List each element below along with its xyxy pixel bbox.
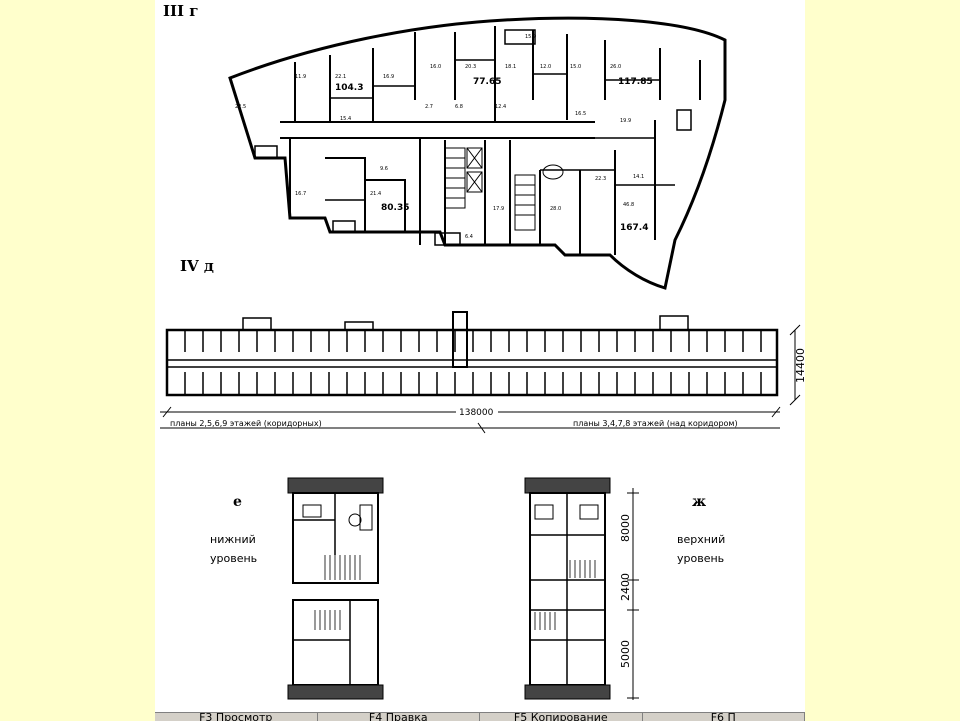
plan-iv-right-caption: планы 3,4,7,8 этажей (над коридором) [573, 419, 738, 428]
svg-text:15.9: 15.9 [525, 34, 536, 40]
svg-text:104.3: 104.3 [335, 83, 363, 93]
plan-iv-label: IV д [180, 257, 214, 275]
f3-view-button[interactable]: F3 Просмотр [155, 713, 318, 721]
svg-text:77.65: 77.65 [473, 77, 501, 87]
svg-text:2.7: 2.7 [425, 104, 433, 110]
plan-zh-level-label: верхний уровень [677, 533, 729, 565]
plan-iii-room-numbers: 22.5 11.9 22.1 16.9 16.0 20.3 18.1 12.0 15.0 2… [235, 34, 644, 240]
svg-text:46.8: 46.8 [623, 202, 634, 208]
plan-iii-label: III г [163, 2, 198, 20]
svg-text:12.0: 12.0 [540, 64, 551, 70]
svg-text:12.4: 12.4 [495, 104, 506, 110]
plan-zh-level-line-1: верхний [677, 533, 725, 546]
plan-iv-left-caption: планы 2,5,6,9 этажей (коридорных) [170, 419, 322, 428]
svg-text:167.4: 167.4 [620, 223, 648, 233]
plan-iv-floorplan [165, 311, 779, 397]
plan-zh-level-line-2: уровень [677, 552, 724, 565]
plan-e-level-line-1: нижний [210, 533, 256, 546]
svg-text:28.0: 28.0 [550, 206, 561, 212]
svg-text:14400: 14400 [794, 348, 805, 383]
svg-text:14.1: 14.1 [633, 174, 644, 180]
plan-e-level-label: нижний уровень [210, 533, 259, 565]
plan-iv-length-dimension: 138000 планы 2,5,6,9 этажей (коридорных)… [160, 405, 781, 434]
svg-text:20.3: 20.3 [465, 64, 476, 70]
svg-text:19.9: 19.9 [620, 118, 631, 124]
svg-text:9.6: 9.6 [380, 166, 388, 172]
floor-plans-drawing: III г 22.5 11.9 22.1 [160, 2, 807, 700]
f6-move-button[interactable]: F6 П [643, 713, 805, 721]
svg-text:6.8: 6.8 [455, 104, 463, 110]
svg-text:11.9: 11.9 [295, 74, 306, 80]
svg-text:18.1: 18.1 [505, 64, 516, 70]
svg-text:16.7: 16.7 [295, 191, 306, 197]
svg-text:17.9: 17.9 [493, 206, 504, 212]
plan-e-floorplan [287, 477, 384, 700]
function-key-bar: F3 Просмотр F4 Правка F5 Копирование F6 … [155, 712, 805, 721]
svg-text:16.5: 16.5 [575, 111, 586, 117]
plan-zh-dimension-line [627, 488, 639, 700]
plan-zh-dim-lower: 5000 [619, 640, 632, 668]
svg-text:21.4: 21.4 [370, 191, 381, 197]
svg-text:117.85: 117.85 [618, 77, 653, 87]
plan-iii-floorplan [228, 16, 727, 290]
svg-text:138000: 138000 [459, 408, 494, 418]
plan-e-level-line-2: уровень [210, 552, 257, 565]
plan-iv-depth-dimension: 14400 [789, 324, 807, 406]
svg-text:16.0: 16.0 [430, 64, 441, 70]
svg-text:16.9: 16.9 [383, 74, 394, 80]
plan-iii-apartment-areas: 104.3 77.65 117.85 80.35 167.4 [335, 77, 653, 233]
plan-zh-floorplan [524, 477, 611, 700]
svg-text:22.3: 22.3 [595, 176, 606, 182]
f4-edit-button[interactable]: F4 Правка [318, 713, 480, 721]
plan-zh-dim-middle: 2400 [619, 573, 632, 601]
svg-text:22.5: 22.5 [235, 104, 246, 110]
svg-text:15.0: 15.0 [570, 64, 581, 70]
svg-text:26.0: 26.0 [610, 64, 621, 70]
svg-text:22.1: 22.1 [335, 74, 346, 80]
drawing-sheet: III г 22.5 11.9 22.1 [155, 0, 807, 712]
svg-text:15.4: 15.4 [340, 116, 351, 122]
svg-text:80.35: 80.35 [381, 203, 409, 213]
svg-text:6.4: 6.4 [465, 234, 473, 240]
plan-zh-dim-upper: 8000 [619, 514, 632, 542]
plan-zh-label: ж [692, 494, 706, 510]
plan-e-label: е [233, 494, 242, 510]
f5-copy-button[interactable]: F5 Копирование [480, 713, 643, 721]
